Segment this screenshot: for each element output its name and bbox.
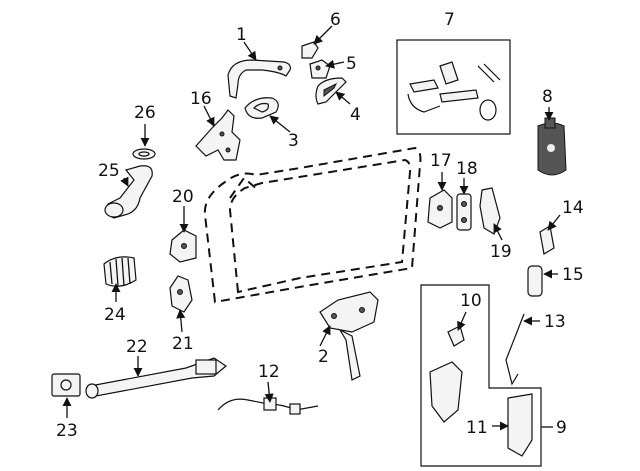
callout-15: 15 (562, 265, 584, 285)
part-15-bumper (527, 265, 543, 297)
part-6-cap (301, 41, 319, 59)
callout-14: 14 (562, 198, 584, 218)
part-19-bracket (479, 187, 501, 235)
callout-26: 26 (134, 103, 156, 123)
callout-4: 4 (350, 105, 361, 125)
callout-24: 24 (104, 305, 126, 325)
part-3-handle-bezel (244, 97, 279, 119)
callout-6: 6 (330, 10, 341, 30)
callout-9: 9 (556, 418, 567, 438)
part-25-tube (104, 165, 153, 219)
part-1-outer-handle (227, 59, 291, 99)
callout-7: 7 (444, 10, 455, 30)
callout-8: 8 (542, 87, 553, 107)
part-4-inner-handle (315, 77, 347, 105)
callout-25: 25 (98, 161, 120, 181)
callout-12: 12 (258, 362, 280, 382)
callout-1: 1 (236, 25, 247, 45)
callout-18: 18 (456, 159, 478, 179)
callout-23: 23 (56, 421, 78, 441)
part-5-cover (309, 59, 331, 79)
part-18-plate (456, 193, 472, 231)
part-26-grommet (132, 148, 156, 160)
part-20-hinge (169, 229, 197, 263)
part-22-check-rod (85, 357, 228, 399)
door-outline (203, 146, 422, 304)
part-2-latch (319, 291, 379, 381)
callout-21: 21 (172, 334, 194, 354)
callout-17: 17 (430, 151, 452, 171)
callout-20: 20 (172, 187, 194, 207)
part-9-assembly-box (420, 284, 542, 467)
callout-22: 22 (126, 337, 148, 357)
callout-13: 13 (544, 312, 566, 332)
callout-2: 2 (318, 347, 329, 367)
leader-lines (62, 25, 561, 431)
callout-10: 10 (460, 291, 482, 311)
callout-5: 5 (346, 54, 357, 74)
callout-11: 11 (466, 418, 488, 438)
callout-16: 16 (190, 89, 212, 109)
callout-3: 3 (288, 131, 299, 151)
callout-19: 19 (490, 242, 512, 262)
part-13-rod (505, 313, 525, 386)
part-14-clip (539, 225, 555, 255)
part-8-key (537, 117, 567, 176)
part-23-plate (51, 373, 81, 397)
part-17-striker (427, 189, 453, 229)
part-16-bracket (195, 109, 241, 161)
part-12-cable (217, 397, 319, 415)
part-24-boot (103, 256, 137, 287)
part-21-hinge (169, 275, 193, 313)
part-7-kit (396, 39, 511, 135)
callout-labels: 1 2 3 4 5 6 7 8 9 10 11 12 13 14 15 16 1… (56, 10, 584, 441)
